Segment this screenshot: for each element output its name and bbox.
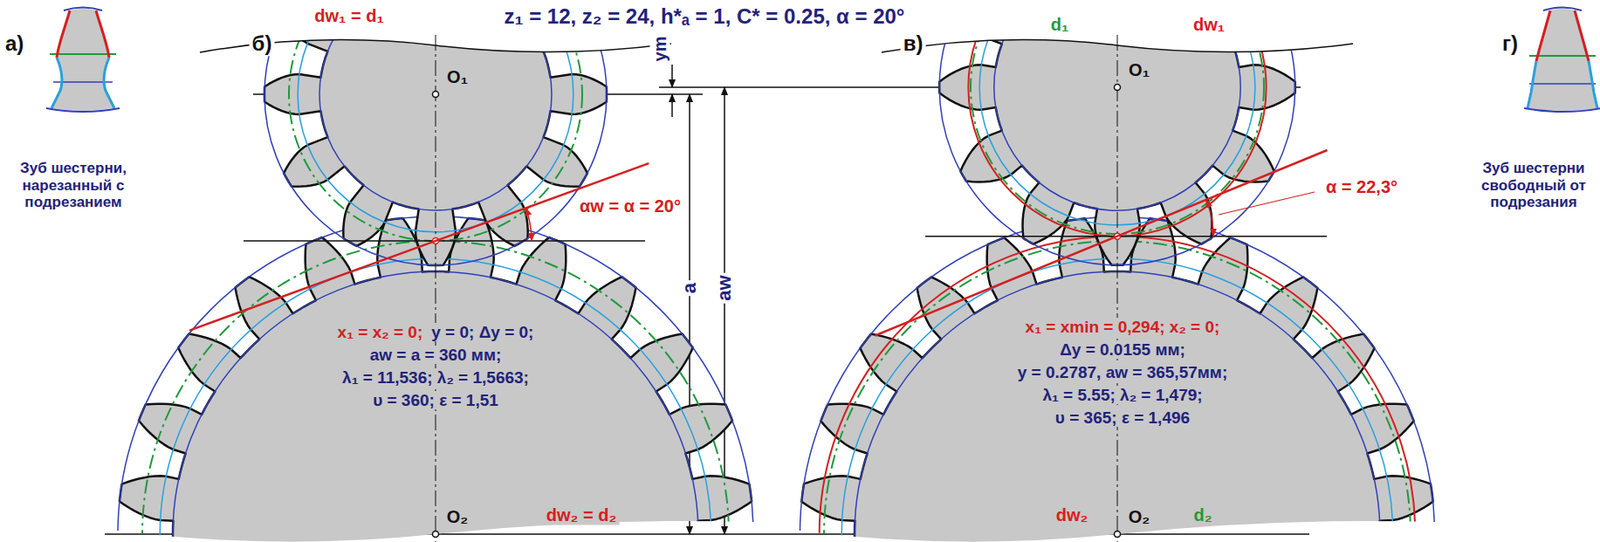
leader-line — [1218, 192, 1315, 215]
root-arc — [1524, 108, 1600, 112]
center-label: O₁ — [444, 67, 471, 88]
line-of-action — [189, 163, 649, 331]
panel-letter: а) — [2, 31, 27, 56]
undercut-flank — [51, 57, 115, 109]
dimension-label: a — [678, 280, 701, 296]
center-point — [1114, 531, 1121, 538]
angle-label: α = 22,3° — [1323, 177, 1401, 198]
parameter-line: y = 0.2787, aw = 365,57мм; — [1016, 361, 1230, 385]
parameter-line: υ = 360; ε = 1,51 — [336, 389, 536, 413]
pitch-point-line — [243, 240, 646, 242]
parameter-value: λ₁ = 5.55; λ₂ = 1,479; — [1040, 385, 1204, 405]
involute-flank — [1536, 10, 1589, 62]
tooth-caption: Зуб шестерни свободный от подрезания — [1472, 159, 1595, 212]
center-label: O₂ — [1126, 507, 1153, 528]
tip-arc — [1543, 7, 1582, 12]
fillet-flank — [1527, 61, 1598, 109]
panel-letter: в) — [900, 31, 927, 56]
parameter-value: υ = 360; ε = 1,51 — [370, 391, 501, 410]
parameter-value: Δy = 0.0155 мм; — [1057, 340, 1188, 359]
parameters-title: z₁ = 12, z₂ = 24, h*ₐ = 1, C* = 0.25, α … — [501, 4, 908, 29]
center-point — [432, 531, 440, 538]
root-arc — [46, 108, 120, 112]
parameter-value: υ = 365; ε = 1,496 — [1053, 408, 1192, 427]
pitch-line — [49, 53, 117, 55]
center-line — [435, 34, 437, 542]
parameter-value: x₁ = x₂ = 0; — [336, 322, 426, 342]
parameter-line: υ = 365; ε = 1,496 — [1016, 406, 1230, 430]
involute-flank — [56, 10, 110, 58]
line-of-action — [874, 150, 1327, 336]
parameter-line: aw = a = 360 мм; — [336, 343, 536, 367]
parameter-value: aw = a = 360 мм; — [368, 345, 504, 364]
parameter-value: x₁ = xmin = 0,294; x₂ = 0; — [1023, 317, 1223, 337]
dimension-line — [671, 64, 673, 88]
tooth-sketch — [46, 7, 120, 113]
dimension-label: ym — [650, 34, 671, 65]
diameter-label: dw₂ = d₂ — [543, 505, 620, 526]
diameter-label: dw₂ — [1053, 505, 1092, 526]
center-line — [1117, 34, 1119, 542]
tooth-sketch — [1524, 7, 1600, 113]
tip-arc — [63, 7, 103, 12]
center-point — [1114, 84, 1121, 91]
dimension-label: aw — [713, 272, 735, 303]
angle-label: αw = α = 20° — [576, 196, 684, 217]
parameter-value: y = 0.2787, aw = 365,57мм; — [1016, 363, 1230, 382]
parameter-line: x₁ = x₂ = 0;y = 0; Δy = 0; — [336, 321, 536, 344]
panel-letter: г) — [1499, 31, 1521, 56]
base-line — [1529, 82, 1596, 85]
diameter-label: dw₁ = d₁ — [311, 6, 386, 27]
tooth-fill — [51, 8, 115, 111]
parameter-block: x₁ = x₂ = 0;y = 0; Δy = 0;aw = a = 360 м… — [336, 321, 536, 413]
angle-arc — [1206, 199, 1214, 237]
diameter-label: dw₁ — [1190, 14, 1228, 35]
parameter-line: Δy = 0.0155 мм; — [1016, 338, 1230, 362]
pitch-line — [1529, 54, 1596, 57]
diameter-label: d₁ — [1048, 14, 1072, 35]
angle-arc — [525, 207, 532, 241]
parameter-line: λ₁ = 11,536; λ₂ = 1,5663; — [336, 366, 536, 390]
tooth-fill — [1527, 8, 1598, 111]
panel-letter: б) — [249, 31, 275, 56]
parameter-block: x₁ = xmin = 0,294; x₂ = 0; Δy = 0.0155 мм… — [1016, 315, 1230, 430]
center-label: O₂ — [444, 507, 471, 528]
parameter-value: λ₁ = 11,536; λ₂ = 1,5663; — [340, 368, 531, 387]
center-label: O₁ — [1126, 60, 1153, 81]
dimension-line — [723, 87, 726, 535]
parameter-line: x₁ = xmin = 0,294; x₂ = 0; — [1016, 315, 1230, 339]
center-point — [432, 91, 440, 98]
tooth-caption: Зуб шестерни, нарезанный с подрезанием — [7, 159, 139, 212]
dimension-line — [671, 94, 673, 117]
parameter-value: y = 0; Δy = 0; — [429, 322, 536, 342]
parameter-line: λ₁ = 5.55; λ₂ = 1,479; — [1016, 384, 1230, 407]
diameter-label: d₂ — [1190, 505, 1215, 526]
pitch-point-line — [925, 235, 1327, 238]
